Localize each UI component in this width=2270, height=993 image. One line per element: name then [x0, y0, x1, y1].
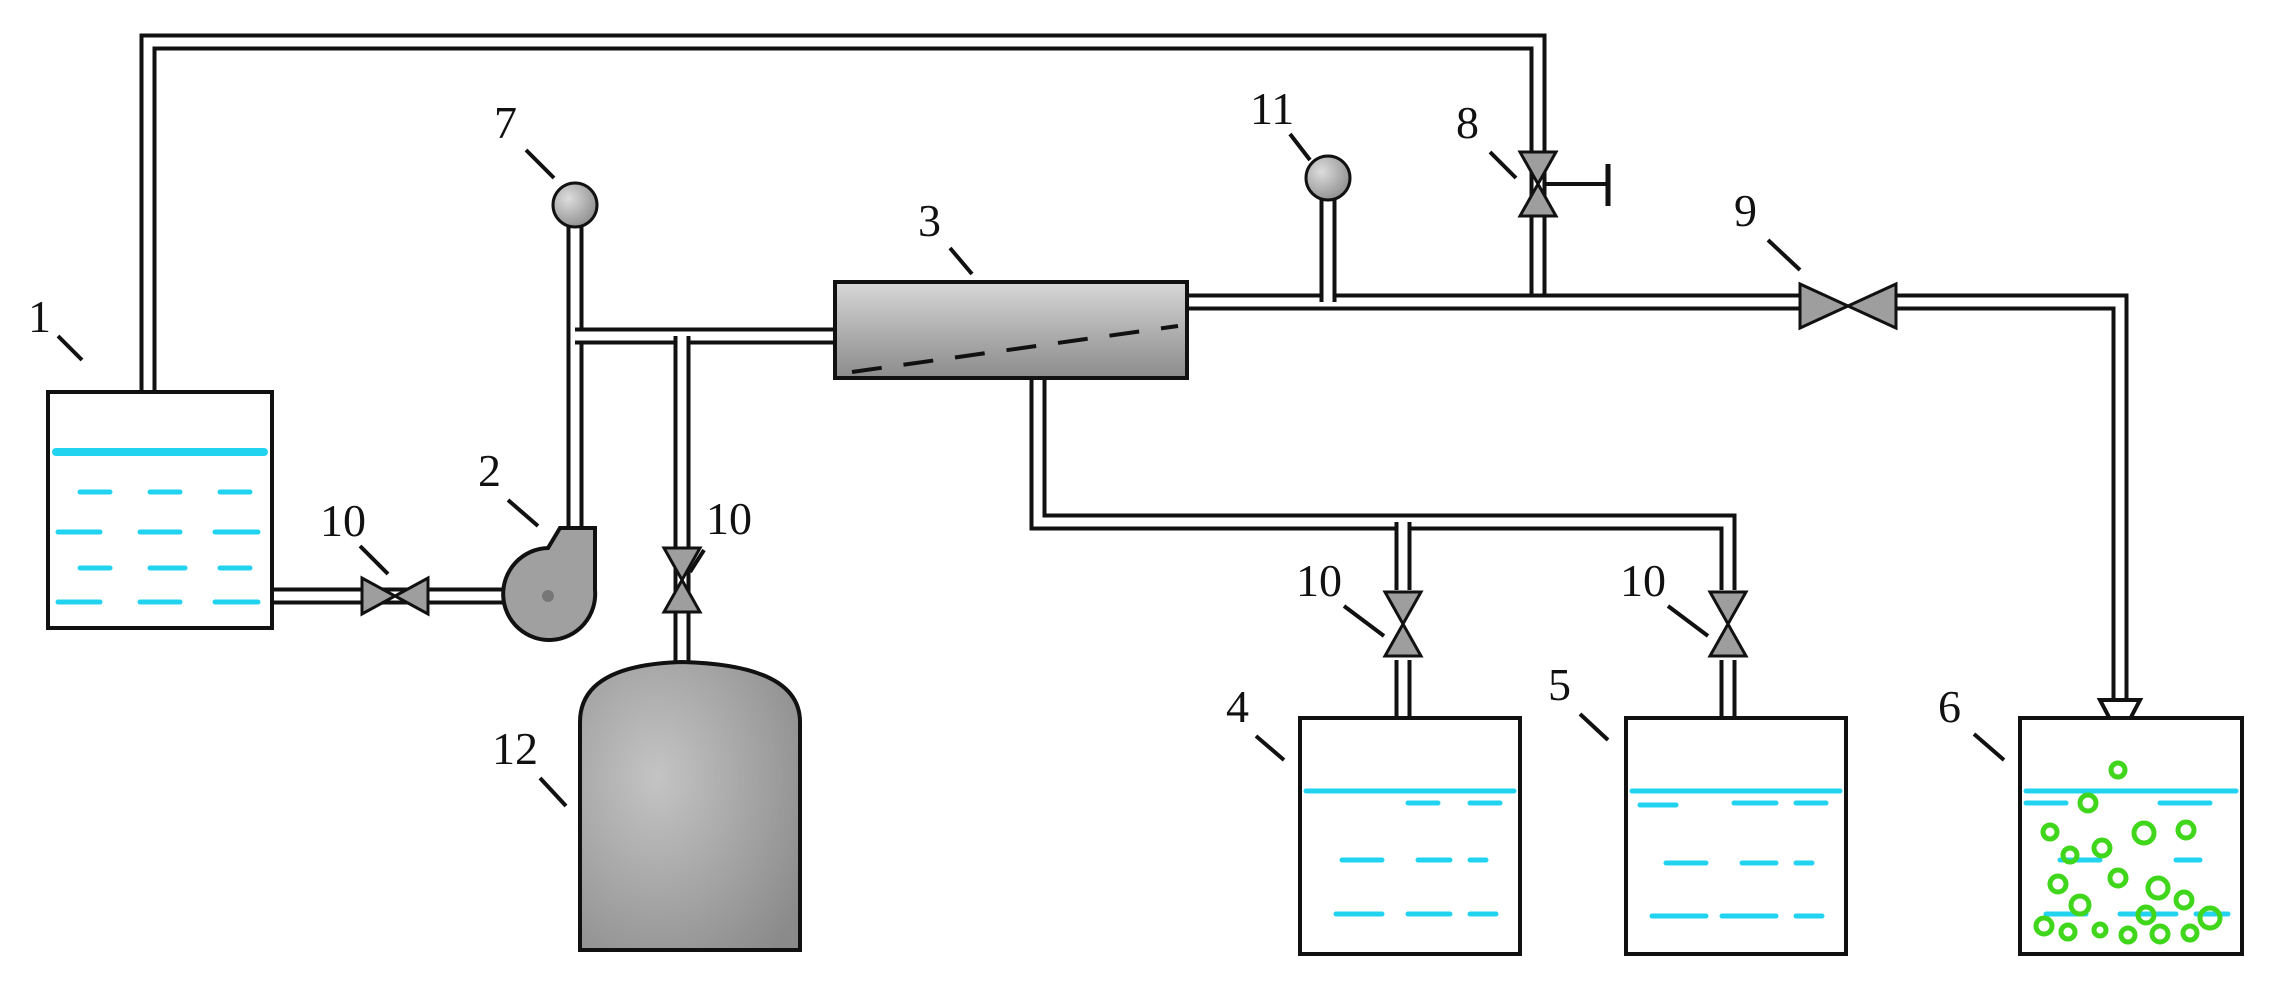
label-10-feed: 10	[320, 495, 366, 546]
valve-9-icon[interactable]	[1798, 281, 1898, 331]
valve-10-tank-5-icon[interactable]	[1707, 590, 1749, 658]
label-10-tank-5: 10	[1620, 555, 1666, 606]
label-9: 9	[1734, 185, 1757, 236]
pressure-gauge-11	[1304, 154, 1352, 202]
pressure-gauge-7	[551, 181, 599, 229]
feed-tank-1	[46, 390, 274, 630]
permeate-tank-4	[1298, 716, 1522, 956]
membrane-module-3	[833, 280, 1189, 380]
valve-10-feed-icon[interactable]	[360, 575, 430, 617]
gas-cylinder-12	[578, 659, 802, 952]
label-12: 12	[492, 723, 538, 774]
bubbles	[2033, 760, 2223, 945]
valve-10-tank-4-icon[interactable]	[1382, 590, 1424, 658]
label-11: 11	[1250, 83, 1294, 134]
valve-8-icon[interactable]	[1517, 150, 1611, 218]
label-7: 7	[494, 97, 517, 148]
labels: 1 2 3 4 5 6 7 8 9 10 10 10 10 11 12	[28, 83, 2006, 808]
product-tank-6	[2018, 716, 2244, 956]
label-3: 3	[918, 195, 941, 246]
label-5: 5	[1548, 659, 1571, 710]
label-10-gas: 10	[706, 493, 752, 544]
label-8: 8	[1456, 97, 1479, 148]
label-10-tank-4: 10	[1296, 555, 1342, 606]
permeate-tank-5	[1624, 716, 1848, 956]
label-4: 4	[1226, 681, 1249, 732]
label-1: 1	[28, 291, 51, 342]
label-6: 6	[1938, 681, 1961, 732]
valve-10-gas-icon[interactable]	[661, 546, 703, 614]
label-2: 2	[478, 445, 501, 496]
pump-2	[501, 526, 598, 642]
outlet-pipe-tank-6	[1895, 293, 2129, 700]
